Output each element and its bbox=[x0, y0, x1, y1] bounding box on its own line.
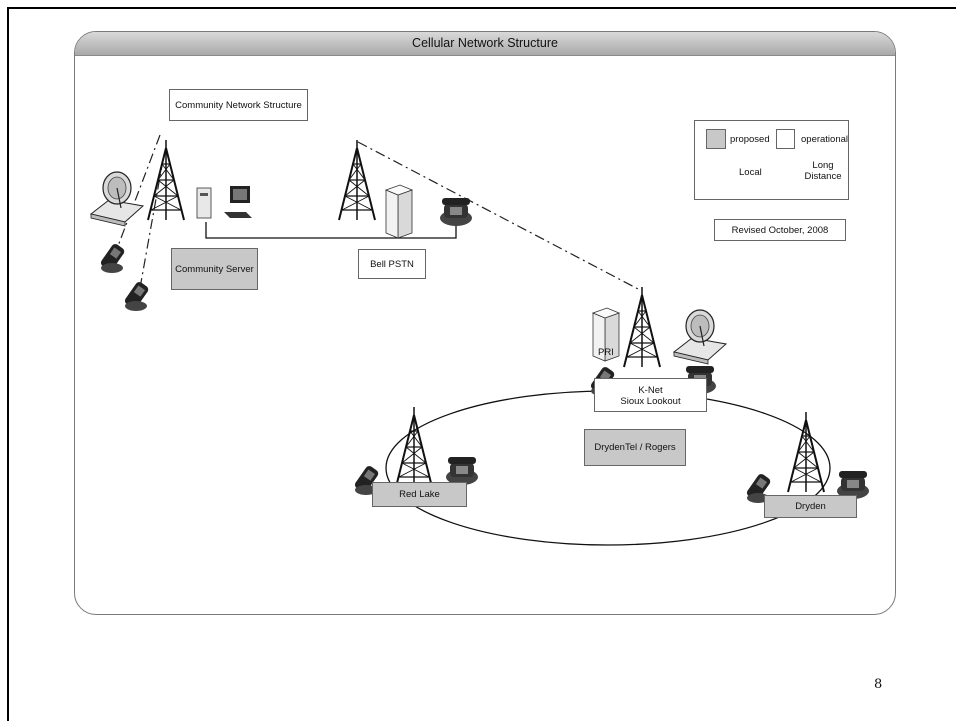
tower-icon bbox=[787, 411, 825, 493]
revised-date-box: Revised October, 2008 bbox=[714, 219, 846, 241]
diagram-panel: Cellular Network Structure bbox=[74, 31, 896, 615]
legend-proposed-swatch bbox=[706, 129, 726, 149]
legend-operational-label: operational bbox=[801, 134, 849, 145]
sioux-lookout-label: Sioux Lookout bbox=[620, 396, 681, 407]
bell-pstn-box: Bell PSTN bbox=[358, 249, 426, 279]
legend-operational-swatch bbox=[776, 129, 795, 149]
cell-phone-icon bbox=[123, 280, 150, 311]
legend-local-label: Local bbox=[739, 167, 762, 178]
desktop-computer-icon bbox=[224, 186, 252, 218]
computer-tower-icon bbox=[196, 187, 212, 219]
pstn-switch-icon bbox=[385, 184, 413, 239]
frame-left-border bbox=[7, 7, 9, 721]
desk-phone-icon bbox=[440, 198, 472, 226]
server-to-pstn-line bbox=[205, 222, 457, 239]
tower-icon bbox=[338, 139, 376, 221]
tower-icon bbox=[395, 406, 433, 488]
tower-icon bbox=[623, 286, 661, 368]
microwave-link-knet bbox=[357, 141, 641, 291]
legend-long-distance-label: Long Distance bbox=[804, 160, 842, 182]
page-number: 8 bbox=[874, 677, 883, 692]
satellite-dish-icon bbox=[673, 309, 727, 365]
panel-title: Cellular Network Structure bbox=[412, 36, 558, 50]
frame-top-border bbox=[7, 7, 956, 9]
knet-sioux-lookout-box: K-Net Sioux Lookout bbox=[594, 378, 707, 412]
tower-icon bbox=[147, 139, 185, 221]
community-network-label: Community Network Structure bbox=[169, 89, 308, 121]
legend-proposed-label: proposed bbox=[730, 134, 770, 145]
drydentel-rogers-box: DrydenTel / Rogers bbox=[584, 429, 686, 466]
desk-phone-icon bbox=[446, 457, 478, 485]
cell-phone-icon bbox=[99, 242, 126, 273]
knet-label: K-Net bbox=[638, 385, 663, 396]
red-lake-box: Red Lake bbox=[372, 482, 467, 507]
community-server-box: Community Server bbox=[171, 248, 258, 290]
dryden-box: Dryden bbox=[764, 495, 857, 518]
panel-header: Cellular Network Structure bbox=[75, 32, 895, 56]
pri-label: PRI bbox=[598, 347, 614, 358]
